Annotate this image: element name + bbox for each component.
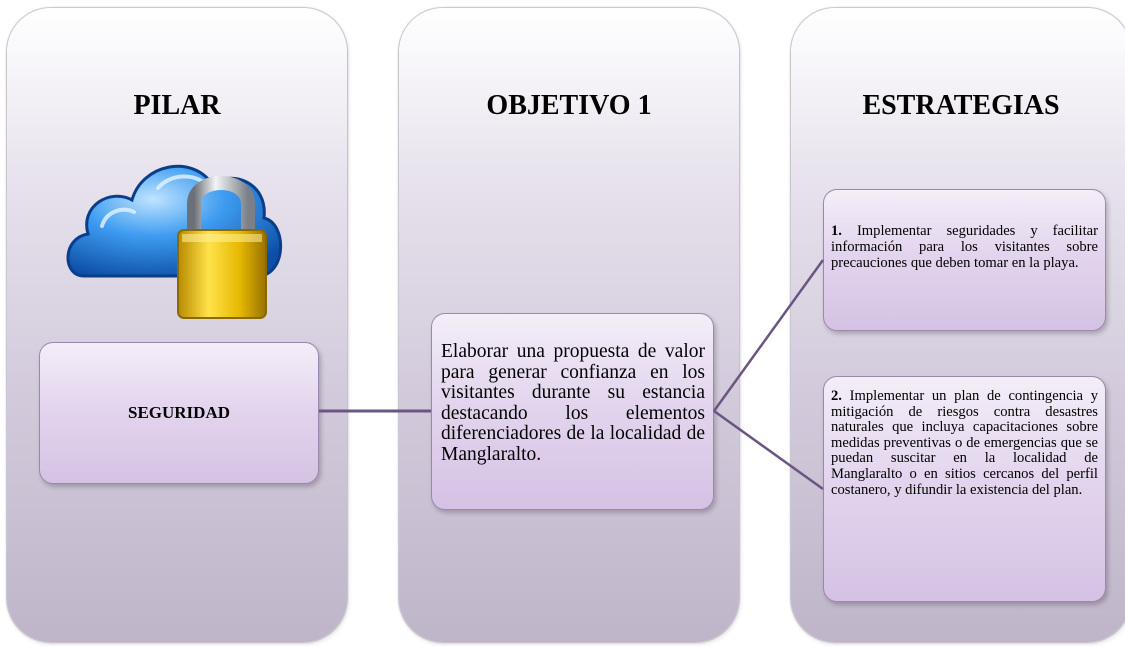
pilar-heading: PILAR <box>133 90 221 121</box>
pilar-column: PILAR <box>7 8 347 642</box>
cloud-padlock-icon <box>66 164 283 319</box>
estrategias-heading: ESTRATEGIAS <box>862 90 1060 121</box>
estrategia-2-box: 2. Implementar un plan de contingencia y… <box>823 376 1106 602</box>
estrategia-2-text: Implementar un plan de contingencia y mi… <box>831 388 1098 498</box>
estrategia-1-box: 1. Implementar seguridades y facilitar i… <box>823 189 1106 331</box>
objetivo-estrategia-2-connector <box>713 409 824 491</box>
objetivo-heading: OBJETIVO 1 <box>486 90 652 121</box>
objetivo-estrategia-1-connector <box>712 259 825 412</box>
padlock-shape <box>177 176 267 319</box>
estrategia-1-number: 1. <box>831 223 842 239</box>
objetivo-text-box: Elaborar una propuesta de valor para gen… <box>431 313 714 510</box>
estrategia-1-text: Implementar seguridades y facilitar info… <box>831 223 1098 272</box>
pilar-label-box: SEGURIDAD <box>39 342 319 484</box>
estrategia-2-number: 2. <box>831 388 842 404</box>
